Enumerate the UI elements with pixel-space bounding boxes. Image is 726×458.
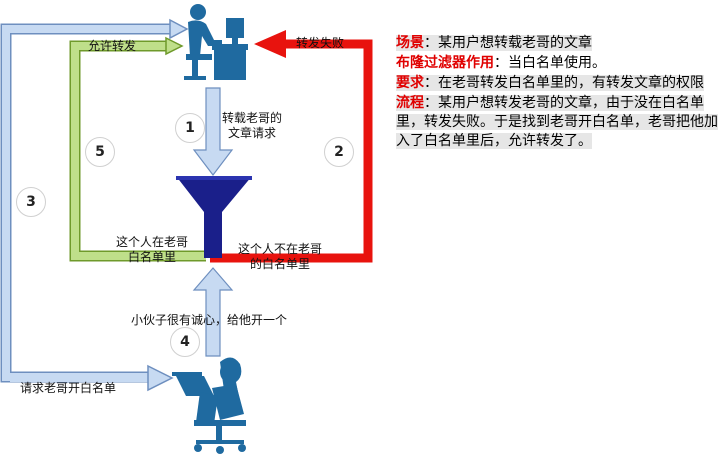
step-5-badge: 5 — [85, 137, 115, 167]
in-whitelist-line-1: 这个人在老哥 — [116, 235, 189, 249]
funnel-icon — [176, 176, 252, 258]
description-process-key: 流程 — [396, 95, 424, 111]
allow-forward-label: 允许转发 — [88, 39, 137, 53]
description-requirement-text: 在老哥转发白名单里的，有转发文章的权限 — [438, 75, 704, 91]
forward-failed-arrow — [210, 30, 373, 263]
description-process-text: 某用户想转发老哥的文章，由于没在白名单里，转发失败。于是找到老哥开白名单，老哥把… — [396, 95, 718, 149]
forward-failed-label: 转发失败 — [296, 36, 345, 50]
person-with-laptop-icon — [172, 357, 246, 454]
description-requirement-key: 要求 — [396, 75, 424, 91]
description-process: 流程：某用户想转发老哥的文章，由于没在白名单里，转发失败。于是找到老哥开白名单，… — [396, 94, 720, 151]
description-role: 布隆过滤器作用：当白名单使用。 — [396, 54, 720, 73]
step-1-badge: 1 — [175, 113, 205, 143]
not-in-whitelist-line-2: 的白名单里 — [250, 257, 311, 271]
request-article-line-2: 文章请求 — [228, 126, 277, 140]
description-scene-text: 某用户想转载老哥的文章 — [438, 35, 592, 51]
description-scene-key: 场景 — [396, 35, 424, 51]
description-panel: 场景：某用户想转载老哥的文章 布隆过滤器作用：当白名单使用。 要求：在老哥转发白… — [396, 34, 720, 152]
step-4-badge: 4 — [170, 327, 200, 357]
request-down-arrow — [192, 87, 234, 176]
description-role-key: 布隆过滤器作用 — [396, 55, 494, 71]
request-whitelist-arrow — [10, 364, 174, 392]
sincere-up-arrow — [192, 267, 234, 357]
person-at-desk-icon — [184, 4, 248, 80]
description-requirement-sep: ： — [424, 75, 438, 91]
not-in-whitelist-label: 这个人不在老哥 的白名单里 — [238, 242, 322, 272]
description-role-sep: ： — [494, 55, 508, 71]
request-whitelist-label: 请求老哥开白名单 — [20, 381, 117, 395]
step-2-badge: 2 — [324, 137, 354, 167]
description-scene: 场景：某用户想转载老哥的文章 — [396, 34, 720, 53]
description-process-sep: ： — [424, 95, 438, 111]
request-article-label: 转载老哥的 文章请求 — [222, 111, 282, 141]
in-whitelist-line-2: 白名单里 — [128, 250, 177, 264]
description-role-text: 当白名单使用。 — [508, 55, 606, 71]
sincere-label: 小伙子很有诚心，给他开一个 — [131, 313, 288, 327]
request-article-line-1: 转载老哥的 — [222, 111, 283, 125]
allow-forward-arrow — [69, 36, 206, 262]
not-in-whitelist-line-1: 这个人不在老哥 — [238, 242, 323, 256]
in-whitelist-label: 这个人在老哥 白名单里 — [116, 235, 188, 265]
step-3-badge: 3 — [16, 187, 46, 217]
description-scene-sep: ： — [424, 35, 438, 51]
description-requirement: 要求：在老哥转发白名单里的，有转发文章的权限 — [396, 74, 720, 93]
